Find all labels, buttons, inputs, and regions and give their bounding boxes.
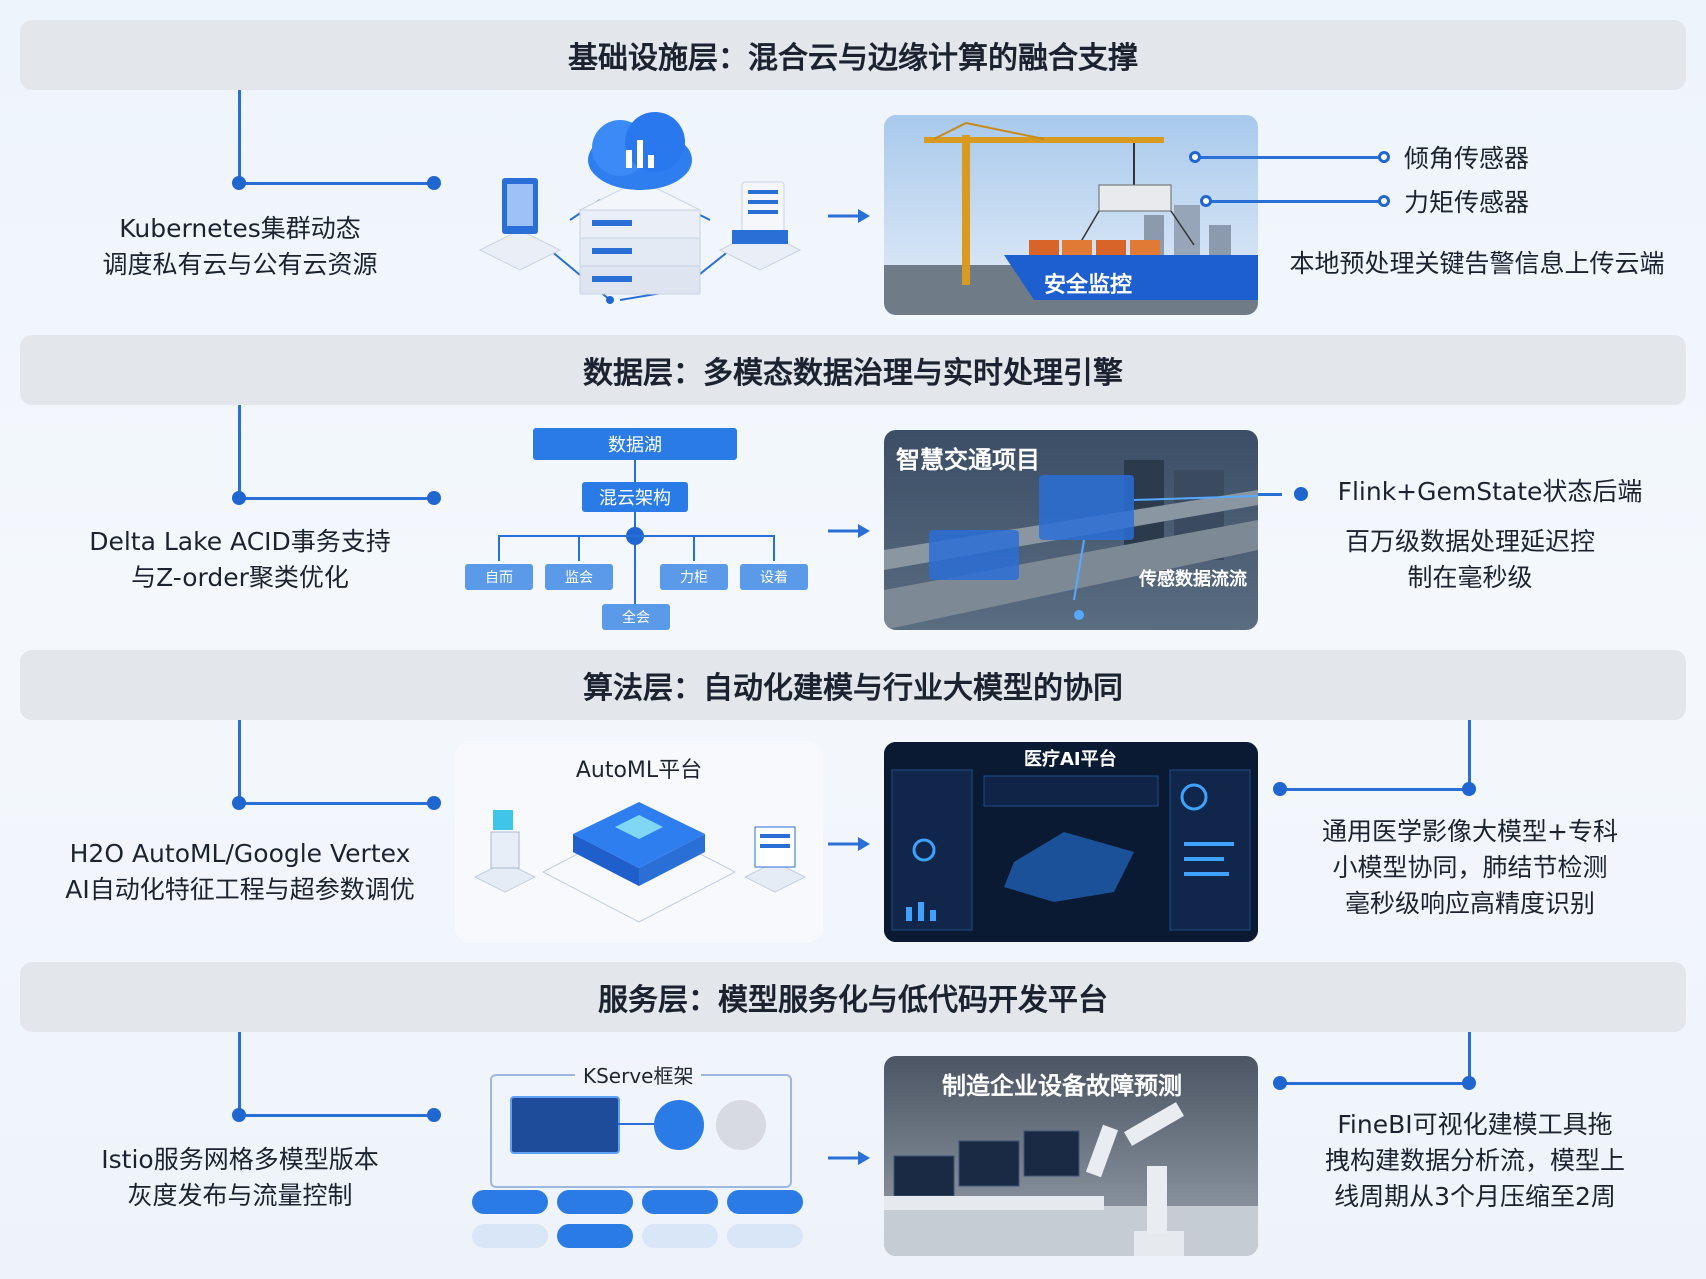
service-pill-faded: [642, 1224, 718, 1248]
medical-ai-dashboard: 医疗AI平台: [884, 742, 1258, 942]
service-layer-title: 服务层：模型服务化与低代码开发平台: [20, 962, 1686, 1032]
flow-node: 全会: [602, 604, 670, 630]
flow-line: [634, 460, 636, 482]
sensor-ring: [1378, 151, 1390, 163]
connector-line: [1468, 1032, 1471, 1084]
gear-icon: [716, 1100, 766, 1150]
algorithm-layer-title: 算法层：自动化建模与行业大模型的协同: [20, 650, 1686, 720]
connector-line: [238, 182, 434, 185]
sensor-ring: [1378, 195, 1390, 207]
connector-line: [238, 802, 434, 805]
arrow-right-icon: [828, 837, 870, 851]
flow-line: [773, 535, 775, 561]
connector-line: [238, 1114, 434, 1117]
service-pill: [472, 1190, 548, 1214]
flow-line: [634, 512, 636, 604]
arrow-right-icon: [828, 524, 870, 538]
service-pill-faded: [727, 1224, 803, 1248]
kubernetes-description: Kubernetes集群动态 调度私有云与公有云资源: [102, 214, 378, 279]
kserve-label: KServe框架: [575, 1060, 702, 1089]
sensor-ring: [1200, 195, 1212, 207]
connector-line: [238, 720, 241, 806]
medical-ai-title: 医疗AI平台: [1024, 749, 1117, 770]
connector-line: [238, 405, 241, 501]
istio-description: Istio服务网格多模型版本 灰度发布与流量控制: [101, 1145, 379, 1210]
sensor-ring: [1189, 151, 1201, 163]
dashboard-icon: [510, 1096, 620, 1154]
service-pill: [642, 1190, 718, 1214]
connector-dot: [232, 796, 246, 810]
connector-dot: [427, 176, 441, 190]
connector-line: [1280, 1082, 1470, 1085]
tilt-sensor-label: 倾角传感器: [1404, 144, 1530, 173]
smart-traffic-photo: 智慧交通项目 传感数据流流: [884, 430, 1258, 630]
lock-icon: [654, 1100, 704, 1150]
flow-line: [618, 1123, 654, 1125]
flow-line: [498, 535, 500, 561]
connector-line: [1280, 788, 1470, 791]
flow-line: [578, 535, 580, 561]
sensor-line: [1206, 200, 1386, 203]
arrow-right-icon: [828, 209, 870, 223]
medical-model-description: 通用医学影像大模型+专科 小模型协同，肺结节检测 毫秒级响应高精度识别: [1322, 817, 1618, 918]
hybrid-cloud-illustration: [478, 112, 802, 304]
connector-dot: [1462, 782, 1476, 796]
connector-line: [1258, 493, 1282, 496]
flow-line: [693, 535, 695, 561]
connector-dot: [232, 491, 246, 505]
banner-text: 安全监控: [1044, 273, 1133, 298]
data-lake-node: 数据湖: [533, 428, 737, 460]
automl-label: AutoML平台: [575, 758, 703, 783]
automl-description: H2O AutoML/Google Vertex AI自动化特征工程与超参数调优: [65, 839, 415, 904]
connector-dot: [232, 1108, 246, 1122]
hybrid-arch-node: 混云架构: [582, 482, 688, 512]
service-pill: [557, 1190, 633, 1214]
connector-line: [238, 1032, 241, 1118]
delta-lake-description: Delta Lake ACID事务支持 与Z-order聚类优化: [89, 527, 391, 592]
automl-panel: AutoML平台: [455, 742, 823, 942]
flow-node: 自而: [465, 564, 533, 590]
sensor-line: [1195, 156, 1385, 159]
sensor-stream-caption: 传感数据流流: [1139, 569, 1247, 590]
construction-crane-photo: 安全监控: [884, 115, 1258, 315]
connector-line: [238, 497, 434, 500]
connector-line: [238, 90, 241, 186]
connector-dot: [427, 1108, 441, 1122]
connector-dot: [427, 491, 441, 505]
connector-dot: [427, 796, 441, 810]
arrow-right-icon: [828, 1151, 870, 1165]
service-pill: [557, 1224, 633, 1248]
finebi-description: FineBI可视化建模工具拖 拽构建数据分析流，模型上 线周期从3个月压缩至2周: [1324, 1110, 1625, 1211]
connector-dot: [1294, 487, 1308, 501]
smart-traffic-title: 智慧交通项目: [896, 446, 1040, 474]
data-layer-title: 数据层：多模态数据治理与实时处理引擎: [20, 335, 1686, 405]
flow-line: [498, 535, 774, 537]
flink-description: 百万级数据处理延迟控 制在毫秒级: [1344, 527, 1595, 592]
flow-node: 设着: [740, 564, 808, 590]
service-pill-faded: [472, 1224, 548, 1248]
manufacturing-photo: 制造企业设备故障预测: [884, 1056, 1258, 1256]
flow-node: 力柜: [660, 564, 728, 590]
connector-dot: [232, 176, 246, 190]
connector-line: [1468, 720, 1471, 790]
torque-sensor-label: 力矩传感器: [1404, 188, 1530, 217]
service-pill: [727, 1190, 803, 1214]
automl-illustration: [473, 802, 807, 923]
flow-node: 监会: [545, 564, 613, 590]
connector-dot: [1273, 782, 1287, 796]
equipment-prediction-title: 制造企业设备故障预测: [942, 1072, 1182, 1100]
edge-preprocess-description: 本地预处理关键告警信息上传云端: [1289, 249, 1665, 278]
infrastructure-layer-title: 基础设施层：混合云与边缘计算的融合支撑: [20, 20, 1686, 90]
flink-title: Flink+GemState状态后端: [1337, 477, 1643, 506]
connector-dot: [1462, 1076, 1476, 1090]
connector-dot: [1273, 1076, 1287, 1090]
